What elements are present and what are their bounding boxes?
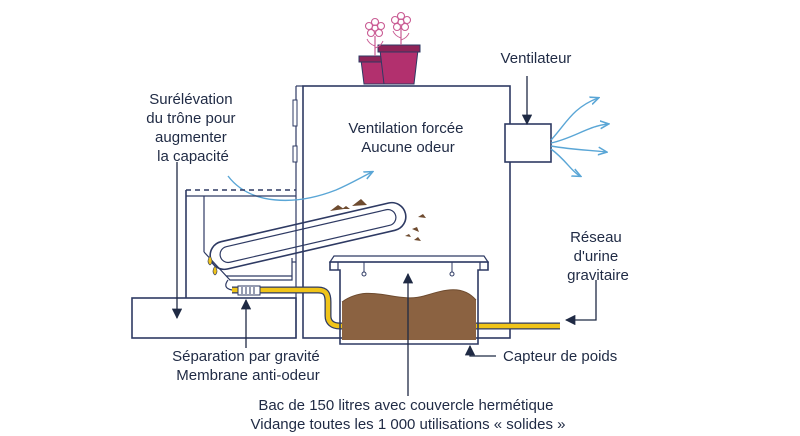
label-ventilation: Ventilation forcée Aucune odeur	[348, 120, 467, 156]
airflow-arrows-icon	[550, 98, 608, 176]
conveyor-belt	[209, 199, 426, 271]
urine-pipe	[225, 279, 560, 330]
label-separation: Séparation par gravité Membrane anti-ode…	[172, 348, 324, 384]
label-ventilateur: Ventilateur	[501, 50, 572, 67]
fan-box-icon	[504, 123, 552, 163]
collection-bin	[328, 255, 490, 345]
label-capteur: Capteur de poids	[503, 348, 617, 365]
base-step	[131, 297, 297, 339]
leader-lines	[171, 76, 597, 396]
flower-pots-icon	[358, 11, 421, 85]
airflow-curve	[227, 172, 372, 202]
label-reseau: Réseau d'urine gravitaire	[567, 229, 629, 284]
throne-frame	[185, 189, 296, 298]
label-bac: Bac de 150 litres avec couvercle herméti…	[251, 397, 566, 433]
urine-drops	[207, 255, 218, 276]
label-surelevation: Surélévation du trône pour augmenter la …	[146, 91, 239, 165]
